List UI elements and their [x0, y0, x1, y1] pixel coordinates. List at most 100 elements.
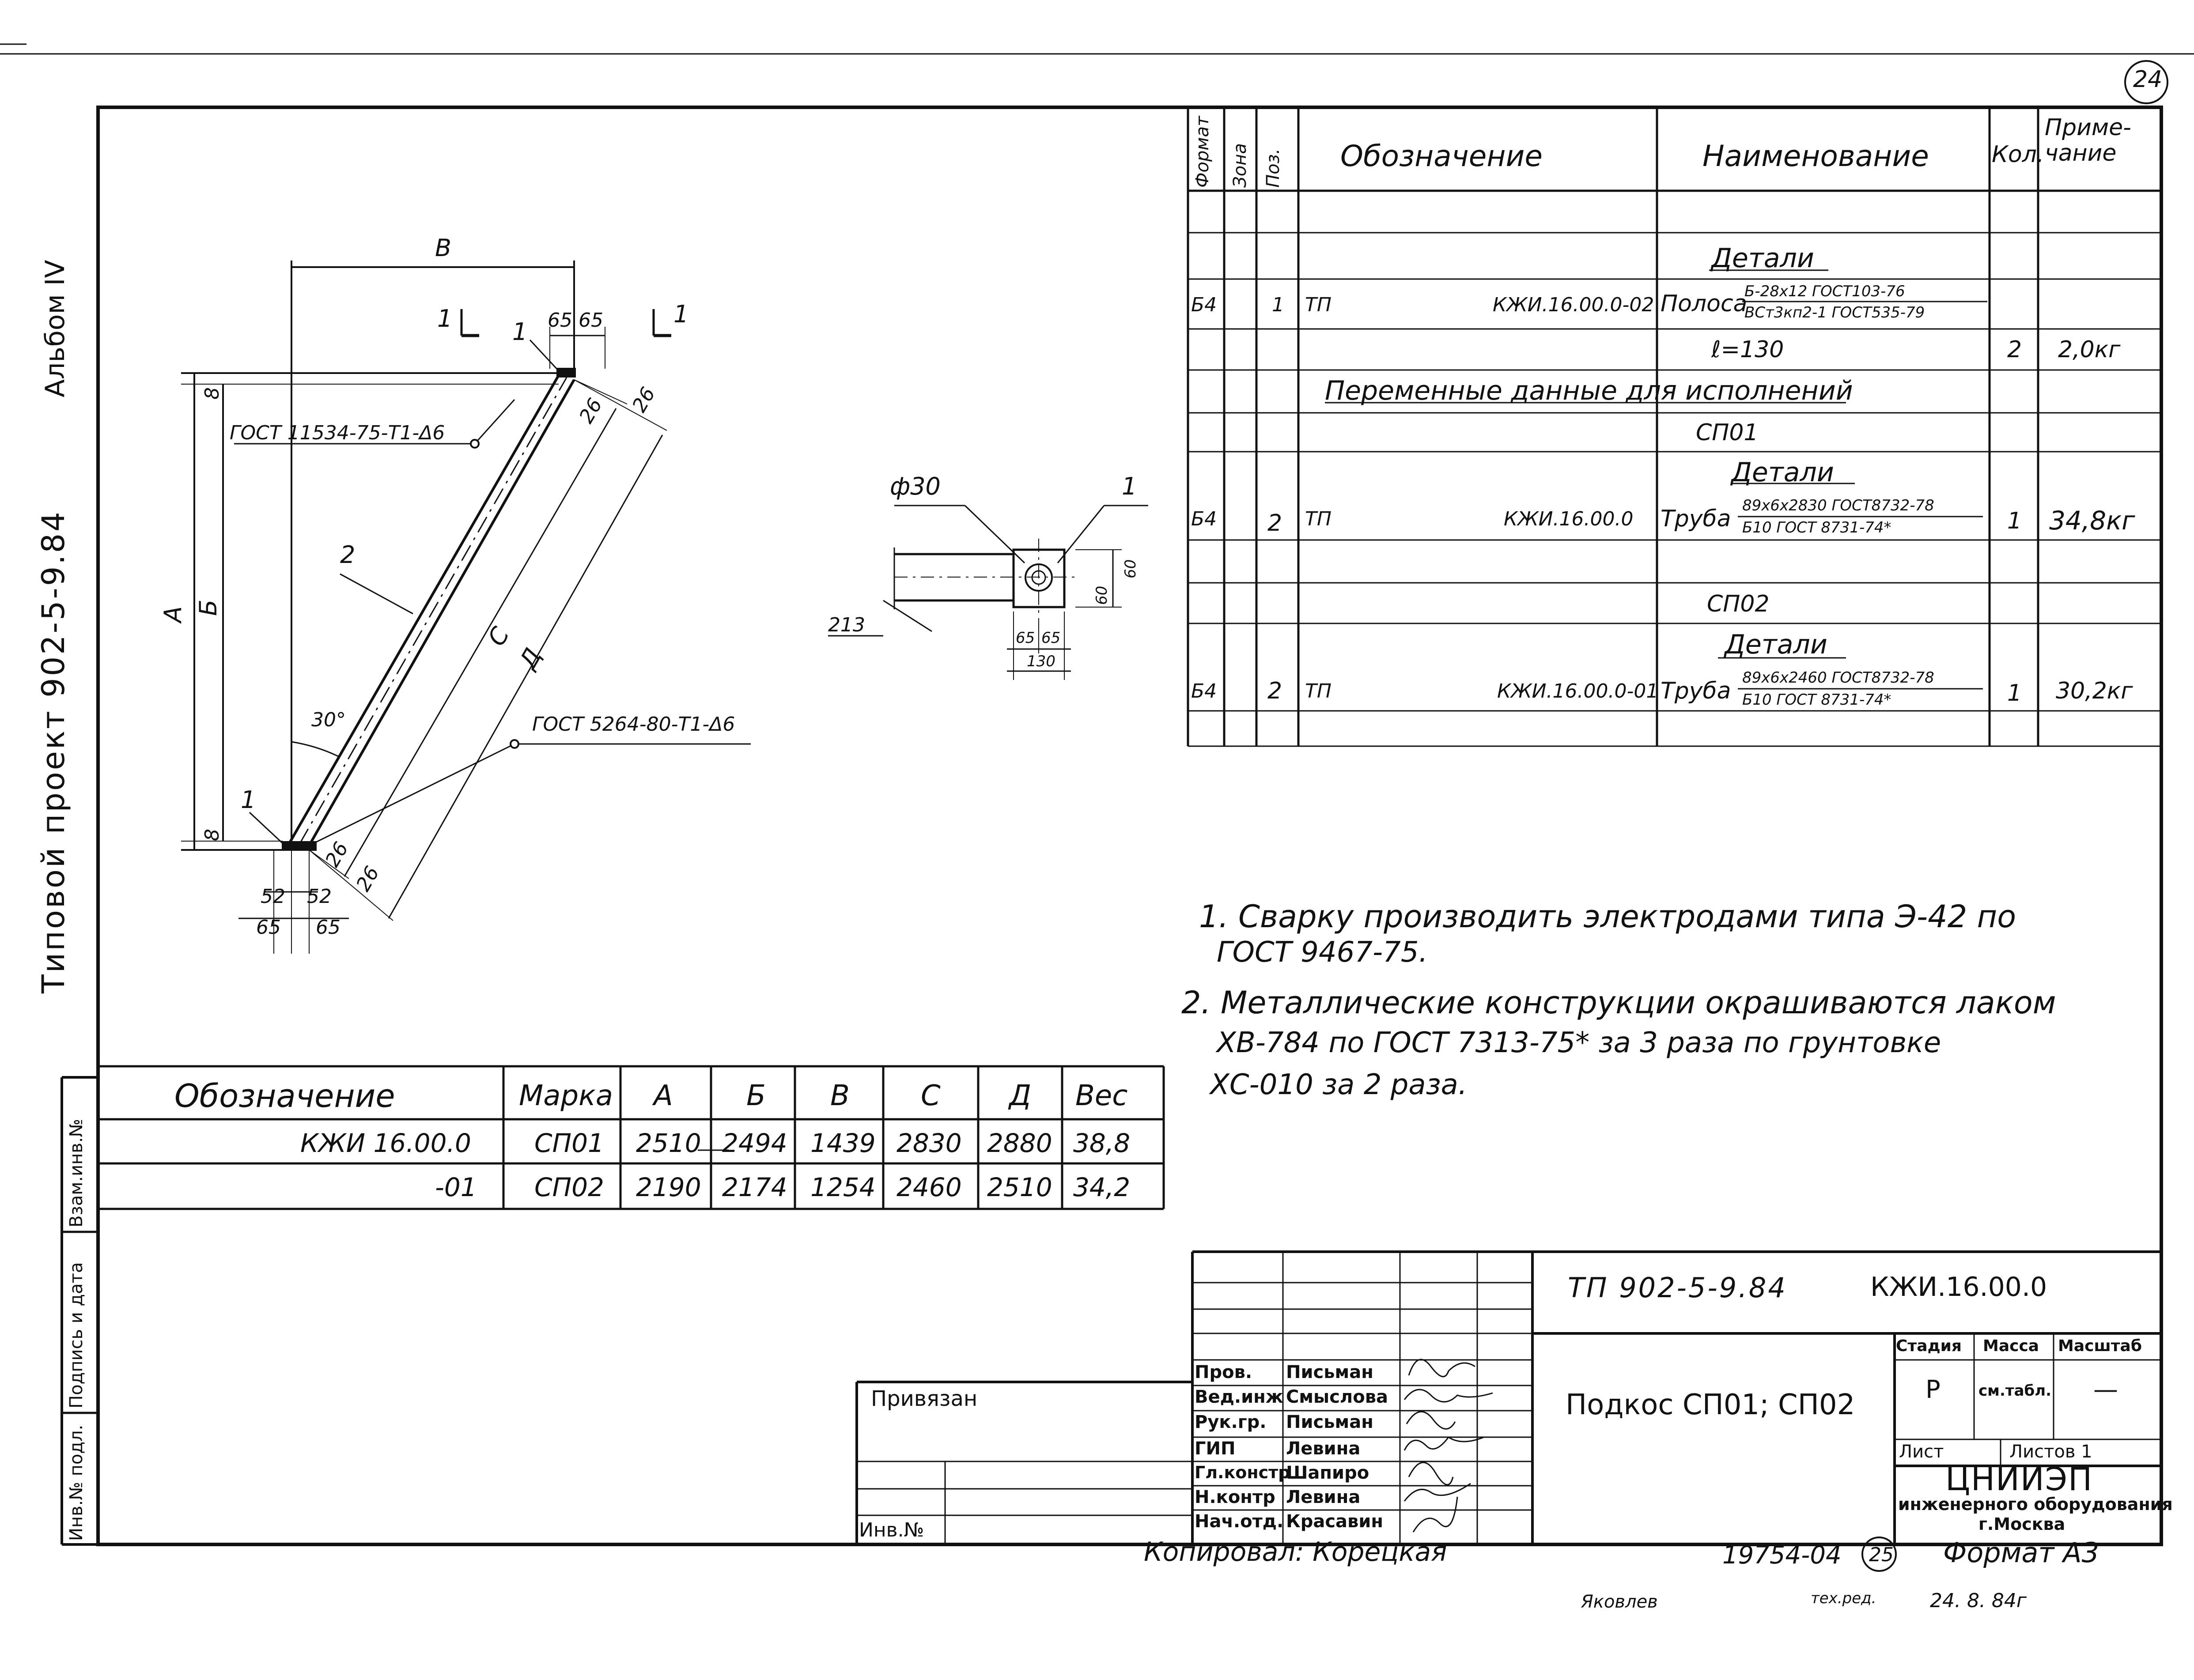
variants-header-c: С	[921, 1080, 941, 1112]
variants-header-designation: Обозначение	[174, 1077, 395, 1114]
title-sheets-label: Листов 1	[2009, 1442, 2092, 1462]
spec-header-name: Наименование	[1702, 139, 1929, 173]
spec-header-note: Приме-чание	[2045, 114, 2131, 166]
pos-1-bottom: 1	[241, 786, 256, 814]
variants-r2-b: 2174	[722, 1172, 787, 1202]
signer-role-3: Рук.гр.	[1195, 1412, 1267, 1432]
detail-dim-60-b: 60	[1093, 585, 1111, 605]
variants-r1-designation: КЖИ 16.00.0	[300, 1128, 471, 1158]
spec-r2-format: Б4	[1191, 294, 1217, 316]
variants-r1-v: 1439	[810, 1128, 876, 1158]
note-2-line-2: ХВ-784 по ГОСТ 7313-75* за 3 раза по гру…	[1217, 1027, 1941, 1059]
spec-r6-frac-bottom: Б10 ГОСТ 8731-74*	[1742, 519, 1891, 536]
spec-r2-frac-top: Б-28х12 ГОСТ103-76	[1744, 283, 1905, 300]
signoff-date: 24. 8. 84г	[1930, 1589, 2027, 1612]
title-stage: Р	[1925, 1375, 1941, 1404]
spec-r6-qty: 1	[2007, 508, 2022, 534]
side-stamp-replacement: Взам.инв.№	[66, 1118, 87, 1227]
title-org-city: г.Москва	[1978, 1514, 2065, 1534]
archive-number: 19754-04	[1722, 1541, 1842, 1570]
spec-header-qty: Кол.	[1992, 141, 2044, 168]
side-stamp-signature: Подпись и дата	[66, 1262, 87, 1408]
side-stamp-inventory: Инв.№ подл.	[66, 1424, 87, 1541]
variants-r1-d: 2880	[987, 1128, 1052, 1158]
section-mark-right: 1	[673, 300, 689, 328]
dim-b-label: В	[435, 234, 452, 262]
dim-b2-label: Б	[194, 599, 222, 616]
spec-sp01: СП01	[1696, 419, 1759, 446]
spec-r3-qty: 2	[2007, 336, 2022, 363]
title-org-sub: инженерного оборудования	[1898, 1495, 2173, 1514]
spec-r6-format: Б4	[1191, 508, 1217, 530]
spec-r8-note: 30,2кг	[2056, 678, 2133, 704]
variants-header-a: А	[654, 1080, 673, 1112]
signer-role-5: Гл.констр	[1195, 1463, 1290, 1482]
spec-r8-name: Труба	[1661, 678, 1731, 704]
spec-section-details-3: Детали	[1725, 629, 1827, 660]
title-name: Подкос СП01; СП02	[1566, 1389, 1855, 1421]
title-scale-label: Масштаб	[2058, 1337, 2142, 1355]
variants-r2-c: 2460	[897, 1172, 962, 1202]
spec-r6-designation: КЖИ.16.00.0	[1504, 508, 1634, 530]
weld-gost-bottom: ГОСТ 5264-80-Т1-Δ6	[532, 713, 735, 736]
signer-role-4: ГИП	[1195, 1438, 1236, 1459]
spec-r8-frac-top: 89х6х2460 ГОСТ8732-78	[1742, 669, 1934, 687]
signer-name-1: Письман	[1286, 1362, 1373, 1382]
variants-header-b: Б	[746, 1080, 766, 1112]
spec-r8-qty: 1	[2007, 680, 2022, 706]
spec-r6-tp: ТП	[1305, 508, 1332, 530]
variants-header-v: В	[830, 1080, 850, 1112]
project-label: Типовой проект 902-5-9.84	[35, 510, 72, 993]
dim-8-top: 8	[201, 387, 223, 400]
pos-1-top: 1	[512, 318, 528, 346]
note-1-line-2: ГОСТ 9467-75.	[1217, 936, 1428, 969]
detail-dim-130: 130	[1027, 653, 1055, 670]
spec-r2-tp: ТП	[1305, 294, 1332, 316]
variants-r1-c: 2830	[897, 1128, 962, 1158]
variants-header-weight: Вес	[1075, 1080, 1128, 1112]
spec-r3-note: 2,0кг	[2058, 336, 2121, 363]
spec-r8-designation: КЖИ.16.00.0-01	[1497, 680, 1659, 702]
dim-65-left: 65	[548, 309, 572, 332]
signer-name-5: Шапиро	[1286, 1463, 1369, 1483]
dim-52-right: 52	[307, 885, 332, 908]
signer-name-7: Красавин	[1286, 1511, 1383, 1532]
spec-r2-designation: КЖИ.16.00.0-02	[1493, 294, 1654, 316]
weld-gost-top: ГОСТ 11534-75-Т1-Δ6	[230, 422, 445, 444]
signer-role-6: Н.контр	[1195, 1487, 1275, 1507]
spec-section-details-2: Детали	[1731, 457, 1834, 488]
note-1-line-1: 1. Сварку производить электродами типа Э…	[1199, 899, 2016, 935]
spec-r6-name: Труба	[1661, 506, 1731, 532]
dim-8-bottom: 8	[201, 829, 223, 841]
variants-r1-a: 2510	[636, 1128, 701, 1158]
dim-65-bottom-right: 65	[316, 916, 340, 939]
note-2-line-3: ХС-010 за 2 раза.	[1210, 1068, 1468, 1101]
variants-r2-d: 2510	[987, 1172, 1052, 1202]
spec-header-zone: Зона	[1230, 143, 1250, 188]
detail-dim-65-a: 65	[1016, 629, 1035, 647]
spec-r6-note: 34,8кг	[2049, 506, 2135, 536]
detail-dim-60-a: 60	[1122, 559, 1139, 578]
angle-label: 30°	[311, 709, 346, 731]
copied-by: Копировал: Корецкая	[1144, 1537, 1447, 1567]
dim-65-bottom-left: 65	[256, 916, 281, 939]
variants-r2-mark: СП02	[534, 1172, 604, 1202]
variants-r2-designation: -01	[435, 1172, 477, 1202]
pos-2-label: 2	[340, 541, 356, 569]
spec-r8-frac-bottom: Б10 ГОСТ 8731-74*	[1742, 691, 1891, 709]
signer-name-3: Письман	[1286, 1412, 1373, 1432]
section-mark-left: 1	[437, 305, 453, 332]
spec-r8-format: Б4	[1191, 680, 1217, 702]
variants-header-d: Д	[1009, 1080, 1031, 1112]
title-scale: —	[2093, 1375, 2118, 1404]
title-mass: см.табл.	[1978, 1382, 2052, 1400]
spec-r3-length: ℓ=130	[1711, 336, 1784, 363]
variants-r2-a: 2190	[636, 1172, 701, 1202]
title-mass-label: Масса	[1983, 1337, 2039, 1355]
detail-length-label: 213	[828, 614, 865, 636]
sheet-format: Формат А3	[1943, 1537, 2099, 1569]
detail-pos-label: 1	[1122, 472, 1137, 500]
title-stage-label: Стадия	[1896, 1337, 1962, 1355]
signer-name-4: Левина	[1286, 1438, 1361, 1459]
